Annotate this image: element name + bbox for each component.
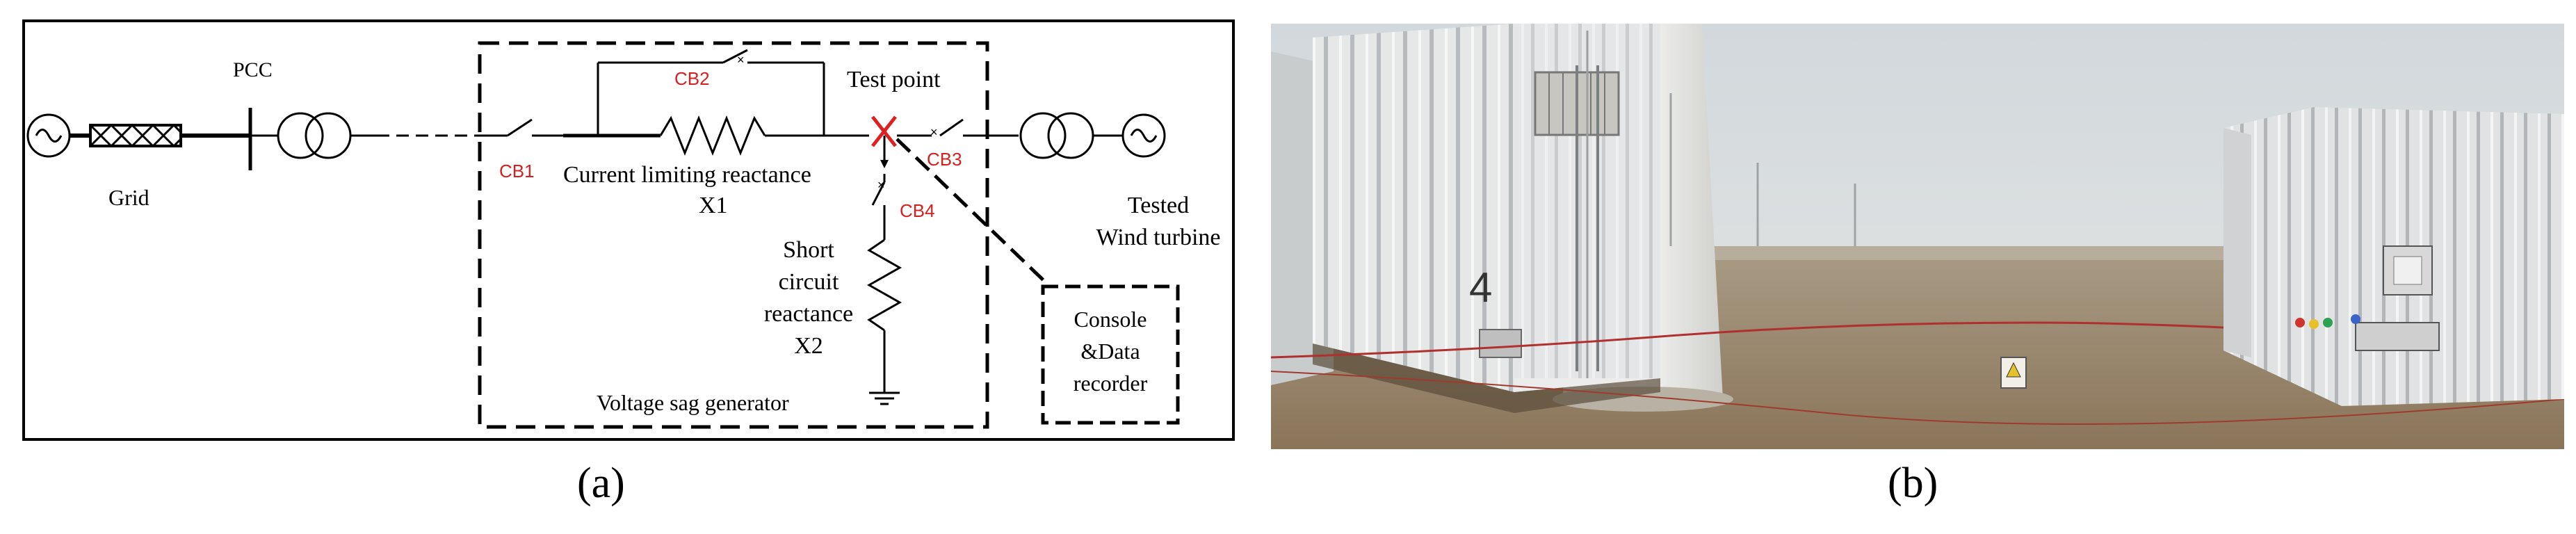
x2-reactance-icon: [866, 238, 902, 332]
cb2-label: CB2: [674, 68, 710, 89]
short-circuit-branch: ×: [866, 136, 902, 405]
wind-turbine-generator-icon: [1121, 113, 1166, 158]
console-label: Console: [1074, 307, 1147, 332]
pcc-label: PCC: [233, 58, 273, 81]
grid-source-icon: [26, 113, 71, 158]
data-link: [896, 138, 1050, 286]
svg-text:×: ×: [877, 178, 885, 192]
cb1-breaker-icon: [487, 118, 588, 137]
diagram-frame: [22, 19, 1235, 441]
left-container: 4: [1271, 24, 1660, 413]
tested-label: Tested: [1128, 193, 1189, 218]
cb4-label: CB4: [900, 200, 935, 221]
container-number: 4: [1469, 264, 1492, 311]
wind-turbine-label: Wind turbine: [1096, 225, 1221, 250]
voltage-sag-generator-label: Voltage sag generator: [597, 390, 789, 415]
field-photo: 4: [1271, 24, 2564, 449]
cb1-label: CB1: [499, 161, 535, 181]
short-label: Short: [783, 237, 834, 263]
circuit-label: circuit: [779, 269, 839, 295]
grid-transformer-icon: [277, 112, 352, 159]
svg-text:×: ×: [737, 53, 745, 67]
data-label: &Data: [1080, 339, 1140, 364]
panel-b-caption: (b): [1888, 460, 1938, 507]
ground-icon: [869, 391, 900, 405]
x1-reactance-icon: [659, 115, 766, 156]
x1-label: X1: [699, 193, 728, 218]
cb3-breaker-icon: ×: [930, 118, 1019, 139]
grid-impedance-icon: [89, 123, 182, 148]
grid-label: Grid: [108, 185, 149, 210]
current-reactance-label: Current limiting reactance: [563, 162, 811, 188]
distant-turbines: [1669, 93, 1856, 246]
cb3-label: CB3: [927, 149, 962, 170]
panel-a-caption: (a): [577, 460, 625, 507]
cb2-bypass: ×: [597, 49, 825, 136]
console-box: [1041, 284, 1180, 425]
recorder-label: recorder: [1074, 371, 1148, 396]
reactance-label: reactance: [764, 301, 853, 327]
svg-text:×: ×: [930, 125, 938, 139]
test-point-label: Test point: [847, 67, 941, 92]
x2-label: X2: [794, 333, 823, 359]
turbine-transformer-icon: [1019, 112, 1094, 159]
warning-sign: [2000, 357, 2027, 389]
voltage-sag-generator-box: [478, 41, 989, 429]
fault-x-icon: [871, 115, 897, 147]
circuit-diagram: × × ×: [22, 19, 1235, 441]
right-container: [2223, 107, 2564, 406]
